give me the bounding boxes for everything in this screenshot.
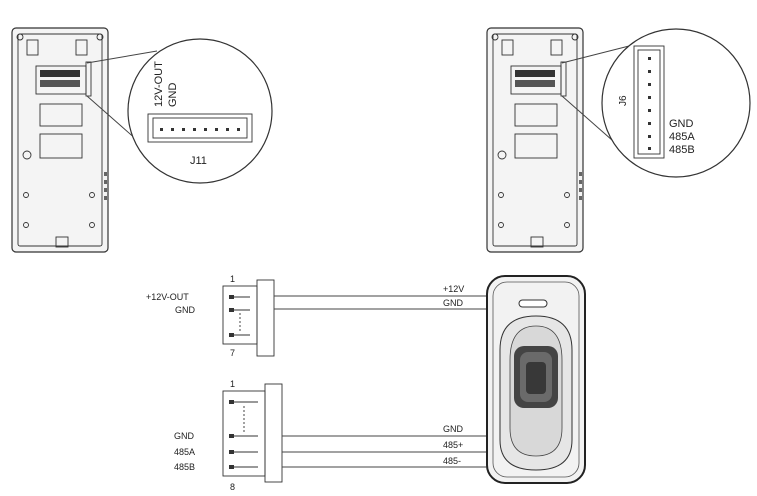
right-zoom-circle: J6 GND 485A 485B: [601, 28, 751, 178]
wire-label-gnd: GND: [443, 298, 464, 308]
label-12v-out: +12V-OUT: [146, 292, 189, 302]
wire-label-gnd: GND: [443, 424, 464, 434]
fingerprint-reader: [486, 275, 586, 484]
bottom-connector: 1 8 GND 485A 485B: [174, 379, 283, 492]
pin-label-8: 8: [230, 482, 235, 492]
label-gnd: GND: [174, 431, 195, 441]
label-485a: 485A: [174, 447, 195, 457]
label-gnd: GND: [175, 305, 196, 315]
label-gnd: GND: [669, 118, 694, 130]
connector-j6-label: J6: [618, 95, 629, 106]
wire-label-485n: 485-: [443, 456, 461, 466]
label-12v-out: 12V-OUT: [153, 61, 165, 107]
label-485b: 485B: [669, 144, 695, 156]
j6-pins: [648, 57, 651, 150]
pin-label-1: 1: [230, 274, 235, 284]
wire-label-485p: 485+: [443, 440, 463, 450]
connector-j11-label: J11: [190, 155, 207, 167]
top-connector: 1 7 +12V-OUT GND: [146, 274, 275, 358]
label-485a: 485A: [669, 131, 695, 143]
pin-label-1: 1: [230, 379, 235, 389]
zoom-line: [561, 44, 634, 64]
wire-label-12v: +12V: [443, 284, 464, 294]
j11-pins: [160, 128, 240, 131]
left-device-back: [11, 27, 109, 253]
zoom-line: [86, 50, 158, 64]
label-gnd: GND: [167, 83, 179, 108]
left-zoom-circle: 12V-OUT GND J11: [127, 38, 273, 184]
pin-label-7: 7: [230, 348, 235, 358]
right-device-back: [486, 27, 584, 253]
label-485b: 485B: [174, 462, 195, 472]
